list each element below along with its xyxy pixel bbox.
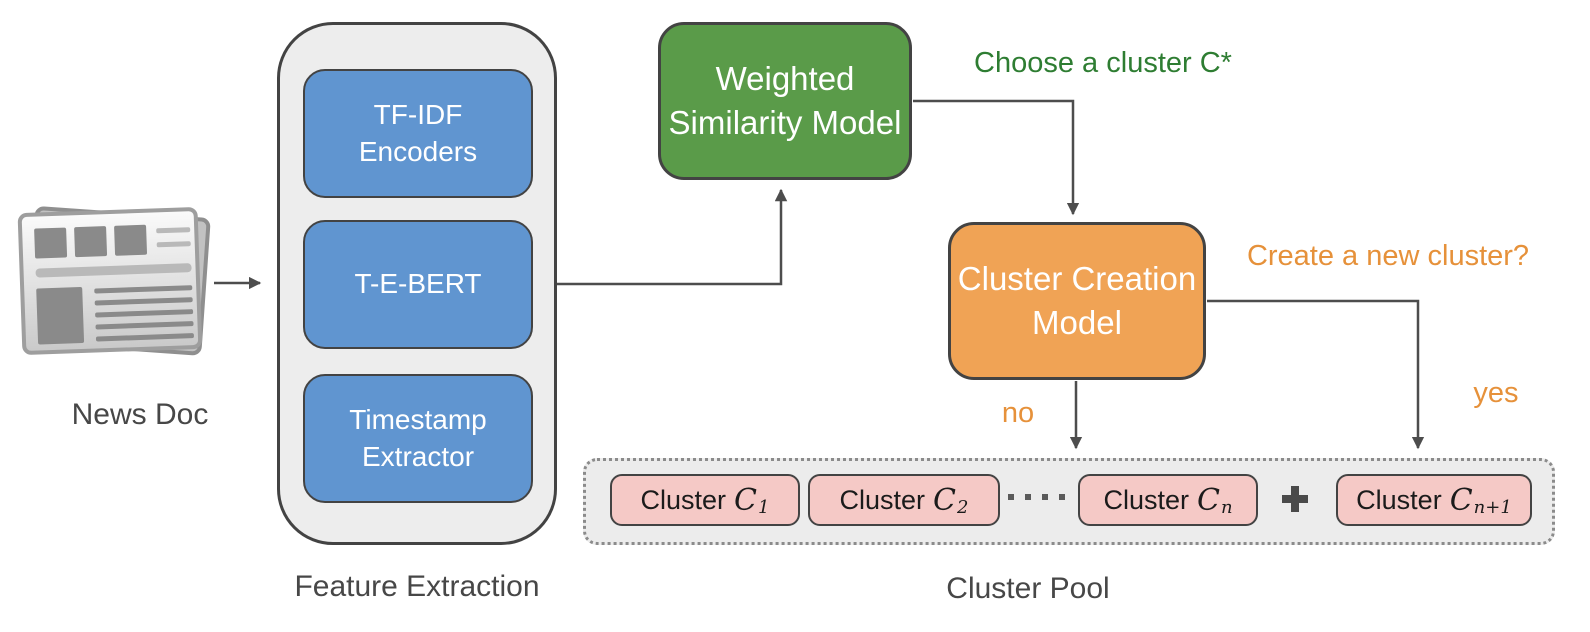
node-weighted-similarity-model: Weighted Similarity Model	[658, 22, 912, 180]
cluster-cn-plus-1: Cluster C n+1	[1336, 474, 1532, 526]
news-doc-label: News Doc	[71, 398, 209, 431]
cluster-symbol: C	[1196, 482, 1220, 518]
cluster-pool-label: Cluster Pool	[946, 572, 1110, 605]
newspaper-icon	[17, 206, 211, 356]
feature-extraction-label: Feature Extraction	[294, 570, 540, 603]
cluster-subscript: n	[1220, 497, 1233, 518]
edge-label-create-new-cluster: Create a new cluster?	[1246, 240, 1530, 272]
node-timestamp-extractor: Timestamp Extractor	[303, 374, 533, 503]
edge-creation-yes-to-pool	[1207, 299, 1425, 450]
cluster-subscript: 1	[758, 497, 770, 518]
edge-similarity-to-creation	[913, 99, 1080, 216]
cluster-name: Cluster	[1103, 484, 1189, 515]
edge-features-to-similarity	[555, 188, 788, 286]
cluster-cn: Cluster C n	[1078, 474, 1258, 526]
cluster-name: Cluster	[839, 484, 926, 515]
cluster-symbol: C	[734, 482, 758, 518]
node-label: Cluster Creation Model	[957, 260, 1197, 341]
cluster-name: Cluster	[640, 484, 727, 515]
node-label: Weighted Similarity Model	[668, 60, 902, 141]
cluster-c1: Cluster C 1	[610, 474, 800, 526]
node-label: T-E-BERT	[354, 268, 482, 300]
edge-label-no: no	[1001, 397, 1035, 429]
node-tfidf-encoders: TF-IDF Encoders	[303, 69, 533, 198]
node-label: Timestamp Extractor	[349, 403, 487, 472]
edge-label-choose-cluster: Choose a cluster C*	[974, 47, 1232, 79]
plus-icon	[1282, 486, 1308, 512]
cluster-name: Cluster	[1356, 484, 1442, 515]
node-label: TF-IDF Encoders	[358, 98, 478, 167]
pool-ellipsis	[1008, 494, 1065, 500]
edge-label-yes: yes	[1473, 377, 1519, 409]
node-te-bert: T-E-BERT	[303, 220, 533, 349]
cluster-symbol: C	[933, 482, 957, 518]
cluster-symbol: C	[1449, 482, 1473, 518]
cluster-c2: Cluster C 2	[808, 474, 1000, 526]
feature-extraction-container: TF-IDF Encoders T-E-BERT Timestamp Extra…	[277, 22, 557, 545]
cluster-subscript: 2	[957, 497, 969, 518]
node-cluster-creation-model: Cluster Creation Model	[948, 222, 1206, 380]
cluster-subscript: n+1	[1473, 497, 1512, 518]
